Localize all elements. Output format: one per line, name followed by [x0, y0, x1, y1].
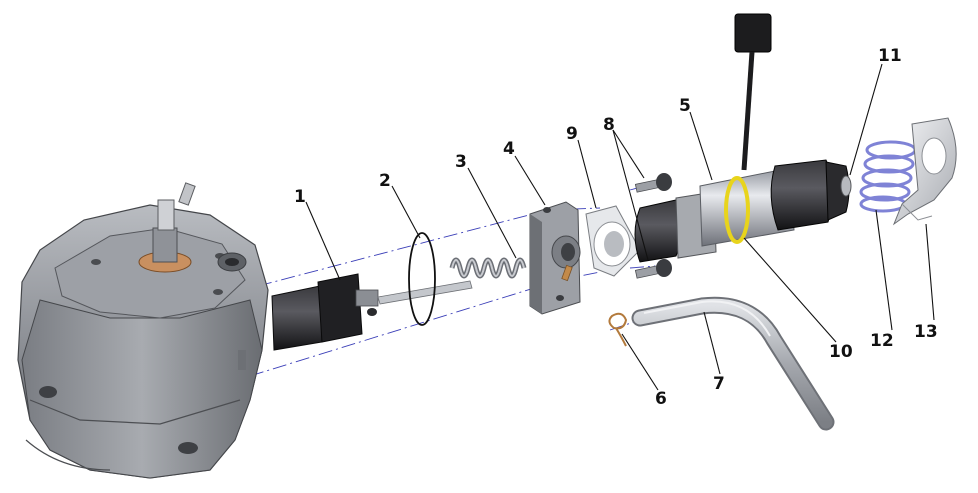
leader-lines [305, 63, 935, 391]
callout-13: 13 [914, 322, 938, 342]
part-4-cover-plate [529, 201, 581, 315]
callout-8: 8 [603, 115, 615, 135]
part-3-spring [449, 257, 527, 279]
part-6-hose-clip [608, 312, 628, 347]
part-8-screws [634, 173, 672, 279]
callout-6: 6 [655, 389, 667, 409]
callout-11: 11 [878, 46, 902, 66]
callout-1: 1 [294, 187, 306, 207]
screw-upper [634, 173, 672, 193]
callout-9: 9 [566, 124, 578, 144]
callout-3: 3 [455, 152, 467, 172]
part-7-pipe [631, 296, 835, 431]
callout-2: 2 [379, 171, 391, 191]
callout-12: 12 [870, 331, 894, 351]
part-13-bracket [892, 117, 957, 226]
part-9-gasket [585, 205, 641, 277]
callout-5: 5 [679, 96, 691, 116]
part-1-valve [271, 273, 379, 351]
part-2-o-ring [408, 232, 436, 326]
cylinder-head [17, 182, 269, 479]
valve-rod [377, 280, 473, 305]
part-5-actuator [634, 13, 852, 263]
callout-7: 7 [713, 374, 725, 394]
callout-4: 4 [503, 139, 515, 159]
callout-labels: 1 2 3 4 5 6 7 8 9 10 11 12 13 [294, 46, 938, 409]
part-10-gasket-ring [724, 176, 750, 244]
screw-lower [634, 259, 672, 279]
callout-10: 10 [829, 342, 853, 362]
